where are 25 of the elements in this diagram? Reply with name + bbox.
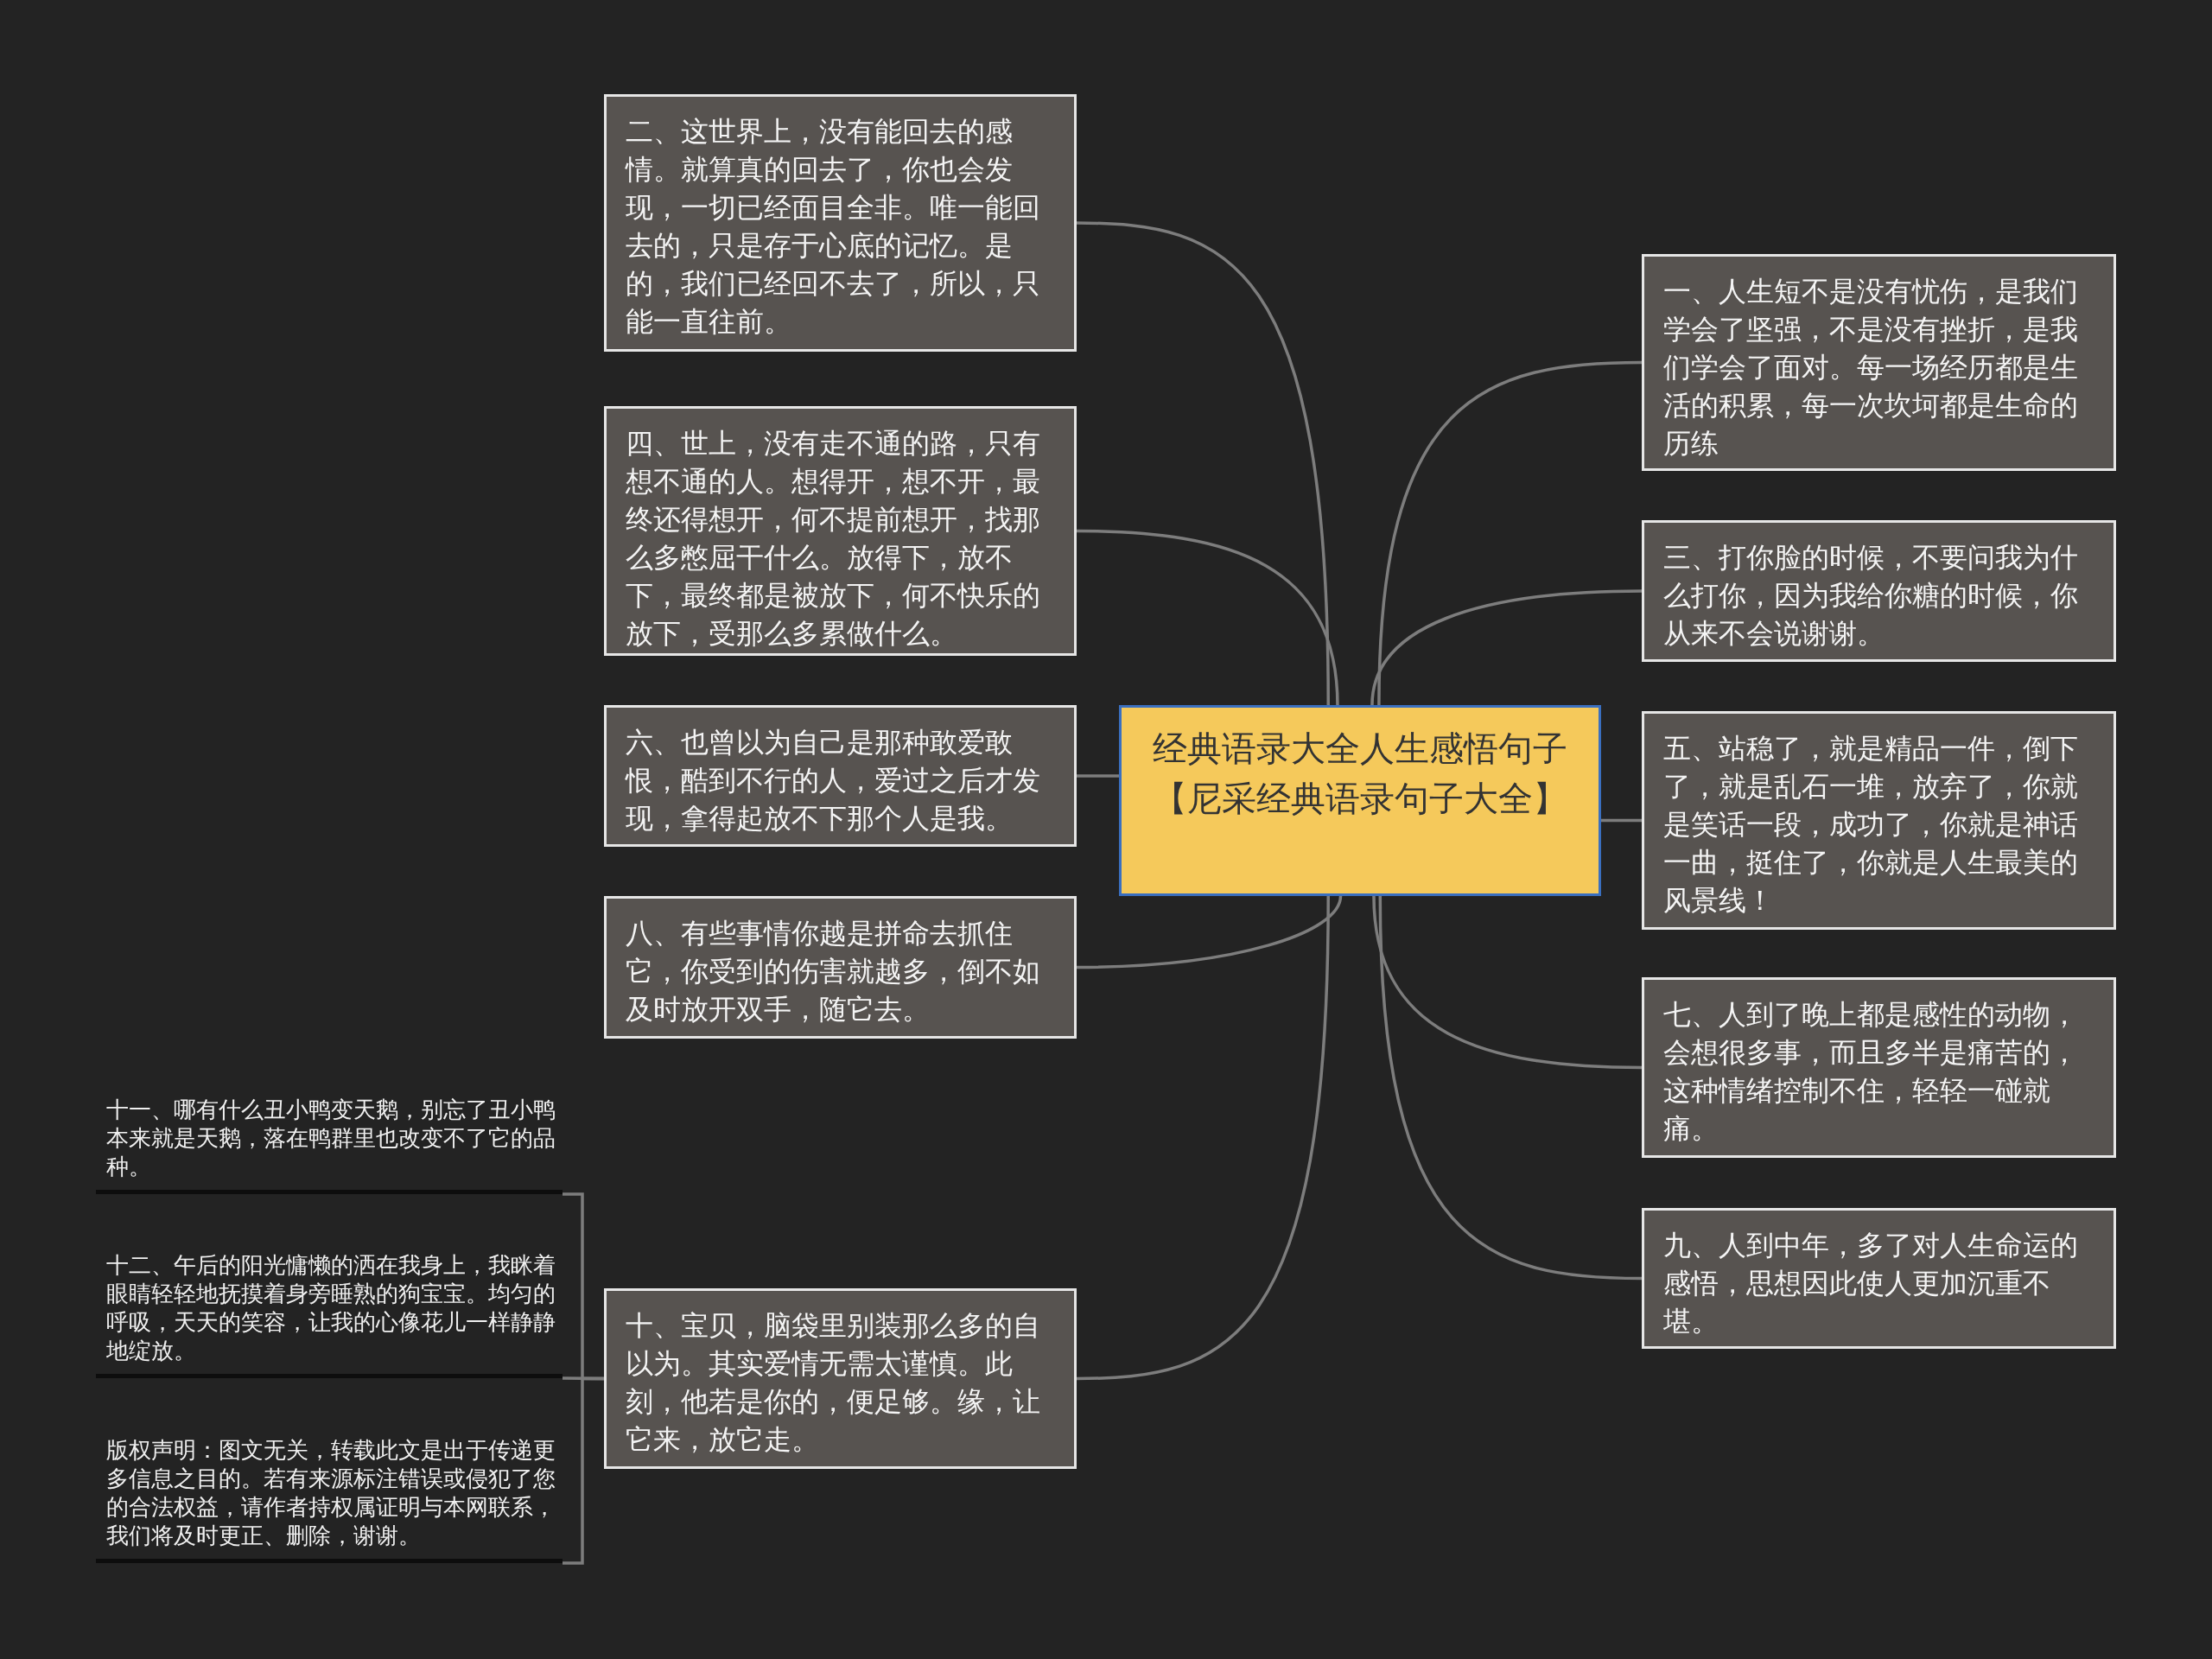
connector-line (1076, 895, 1330, 1381)
quote-box: 八、有些事情你越是拼命去抓住它，你受到的伤害就越多，倒不如及时放开双手，随它去。 (604, 896, 1077, 1039)
connector-line (1077, 774, 1119, 778)
connector-line (1372, 895, 1643, 1070)
connector-line (1370, 589, 1643, 706)
quote-box: 七、人到了晚上都是感性的动物，会想很多事，而且多半是痛苦的，这种情绪控制不住，轻轻一碰就痛。 (1642, 977, 2116, 1158)
connector-line (1601, 818, 1642, 823)
quote-box: 三、打你脸的时候，不要问我为什么打你，因为我给你糖的时候，你从来不会说谢谢。 (1642, 520, 2116, 662)
quote-box: 四、世上，没有走不通的路，只有想不通的人。想得开，想不开，最终还得想开，何不提前想开，找那么多憋屈干什么。放得下，放不下，最终都是被放下，何不快乐的放下，受那么多累做什么。 (604, 406, 1077, 656)
quote-box: 一、人生短不是没有忧伤，是我们学会了坚强，不是没有挫折，是我们学会了面对。每一场经历都是生活的积累，每一次坎坷都是生命的历练 (1642, 254, 2116, 471)
connector-line (1378, 895, 1643, 1281)
topic-box: 经典语录大全人生感悟句子【尼采经典语录句子大全】 (1119, 705, 1601, 896)
quote-box: 十、宝贝，脑袋里别装那么多的自以为。其实爱情无需太谨慎。此刻，他若是你的，便足够。缘，让它来，放它走。 (604, 1288, 1077, 1469)
connector-line (1076, 895, 1343, 969)
quote-box: 九、人到中年，多了对人生命运的感悟，思想因此使人更加沉重不堪。 (1642, 1208, 2116, 1349)
quote-box: 二、这世界上，没有能回去的感情。就算真的回去了，你也会发现，一切已经面目全非。唯一能回去的，只是存于心底的记忆。是的，我们已经回不去了，所以，只能一直往前。 (604, 94, 1077, 352)
connector-line (563, 1376, 604, 1565)
note-text: 十二、午后的阳光慵懒的洒在我身上，我眯着眼睛轻轻地抚摸着身旁睡熟的狗宝宝。均匀的呼吸，天天的笑容，让我的心像花儿一样静静地绽放。 (96, 1244, 563, 1378)
connector-line (1076, 221, 1330, 706)
quote-box: 六、也曾以为自己是那种敢爱敢恨，酷到不行的人，爱过之后才发现，拿得起放不下那个人是我。 (604, 705, 1077, 847)
connector-line (1076, 529, 1339, 706)
note-text: 十一、哪有什么丑小鸭变天鹅，别忘了丑小鸭本来就是天鹅，落在鸭群里也改变不了它的品种。 (96, 1090, 563, 1194)
quote-box: 五、站稳了，就是精品一件，倒下了，就是乱石一堆，放弃了，你就是笑话一段，成功了，你就是神话一曲，挺住了，你就是人生最美的风景线！ (1642, 711, 2116, 930)
connector-line (1377, 360, 1643, 706)
note-text: 版权声明：图文无关，转载此文是出于传递更多信息之目的。若有来源标注错误或侵犯了您的合法权益，请作者持权属证明与本网联系，我们将及时更正、删除，谢谢。 (96, 1430, 563, 1563)
